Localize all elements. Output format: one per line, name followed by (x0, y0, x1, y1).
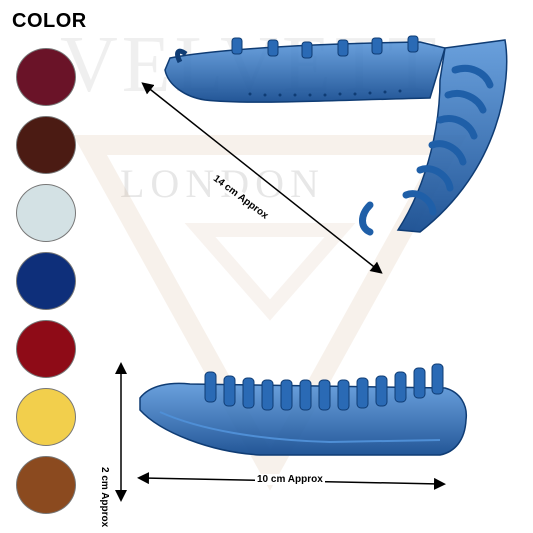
swatch-red[interactable] (16, 320, 76, 378)
height-label: 2 cm Approx (99, 465, 110, 530)
swatch-navy-blue[interactable] (16, 252, 76, 310)
length-arrow (141, 82, 383, 274)
swatch-brown[interactable] (16, 456, 76, 514)
swatch-light-blue-gray[interactable] (16, 184, 76, 242)
swatch-burgundy[interactable] (16, 48, 76, 106)
color-heading: COLOR (12, 10, 87, 32)
swatch-dark-brown[interactable] (16, 116, 76, 174)
swatch-yellow[interactable] (16, 388, 76, 446)
width-label: 10 cm Approx (255, 474, 325, 485)
clip-side-view (139, 363, 468, 456)
clip-top-view (164, 35, 508, 236)
